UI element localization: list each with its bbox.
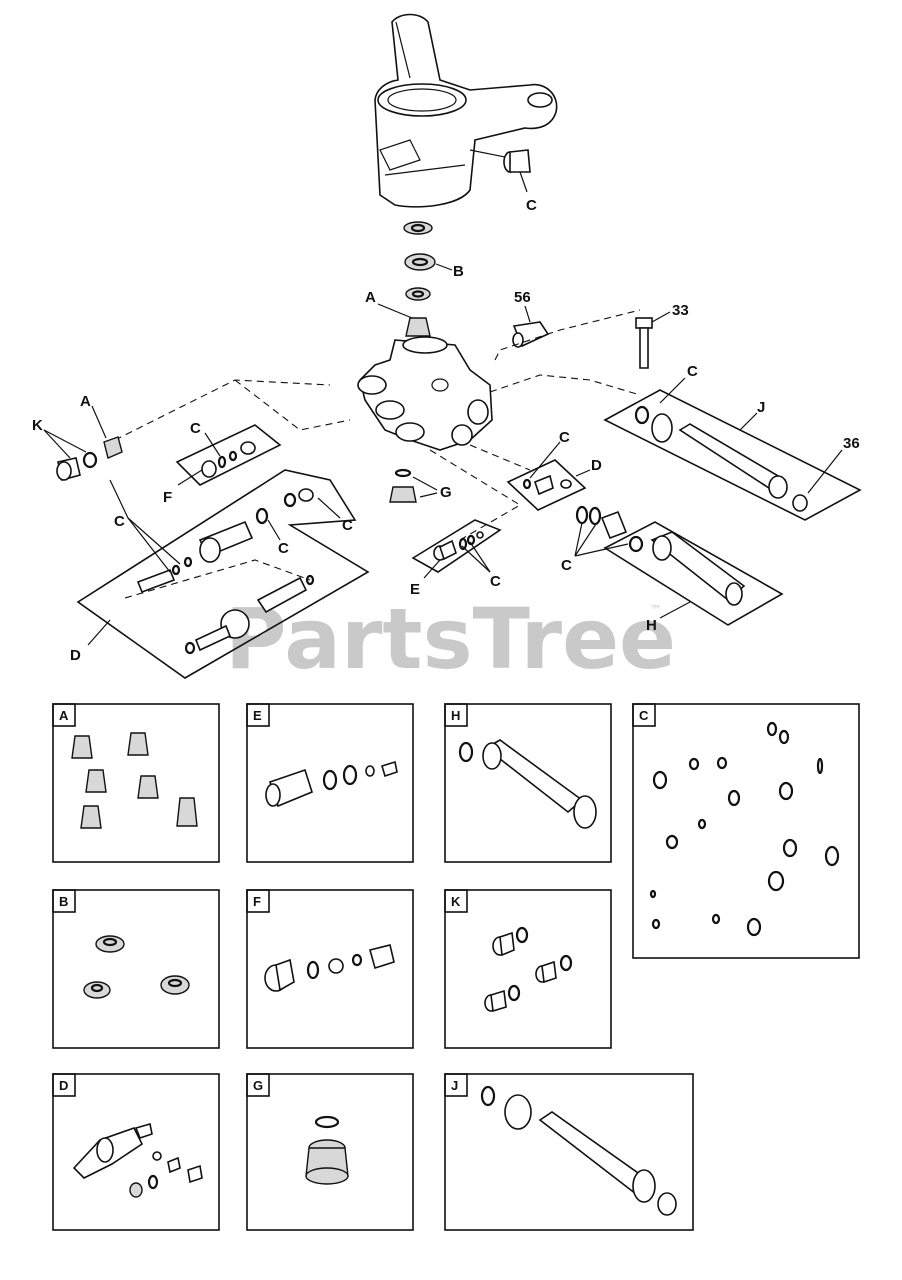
callout-e: E [410, 581, 420, 598]
kit-box-c-label: C [639, 708, 649, 723]
kit-box-g[interactable]: G [246, 1073, 414, 1231]
check-valve-top[interactable] [405, 317, 431, 337]
callout-a-left: A [80, 393, 91, 410]
crankcase-housing[interactable] [374, 13, 558, 208]
kit-box-k-label: K [451, 894, 461, 909]
kit-box-k[interactable]: K [444, 889, 612, 1049]
kit-box-j[interactable]: J [444, 1073, 694, 1231]
kit-h-frame [603, 521, 784, 626]
kit-box-b[interactable]: B [52, 889, 220, 1049]
callout-g: G [440, 484, 452, 501]
kit-box-a-label: A [59, 708, 69, 723]
kit-d-parts[interactable] [136, 488, 315, 655]
rings-h[interactable] [575, 505, 628, 540]
kit-f-parts[interactable] [201, 441, 256, 478]
watermark-trademark: ™ [650, 603, 662, 617]
fitting-56[interactable] [512, 321, 550, 348]
callout-c-e: C [490, 573, 501, 590]
kit-box-g-label: G [253, 1078, 263, 1093]
check-valve-left[interactable] [103, 436, 123, 459]
callout-a-top: A [365, 289, 376, 306]
callout-c-top: C [526, 197, 537, 214]
callout-c-d1: C [342, 517, 353, 534]
callout-c-f: C [190, 420, 201, 437]
callout-b-top: B [453, 263, 464, 280]
callout-33: 33 [672, 302, 689, 319]
kit-e-frame [411, 519, 502, 573]
kit-j-parts[interactable] [634, 405, 808, 512]
callout-h: H [646, 617, 657, 634]
kit-box-b-label: B [59, 894, 68, 909]
pump-manifold[interactable] [357, 336, 493, 451]
callout-36: 36 [843, 435, 860, 452]
bolt-33[interactable] [635, 317, 653, 369]
kit-box-c[interactable]: C [632, 703, 860, 959]
callout-c-j: C [687, 363, 698, 380]
kit-d-small-parts[interactable] [522, 474, 572, 496]
kit-j-frame [603, 389, 862, 521]
kit-f-frame [175, 424, 282, 486]
callout-f: F [163, 489, 172, 506]
kit-d-frame [76, 469, 370, 679]
kit-h-parts[interactable] [628, 531, 746, 606]
callout-56: 56 [514, 289, 531, 306]
kit-box-f-label: F [253, 894, 261, 909]
plug-fitting-top[interactable] [503, 149, 531, 173]
kit-box-h[interactable]: H [444, 703, 612, 863]
kit-box-h-label: H [451, 708, 460, 723]
kit-box-a[interactable]: A [52, 703, 220, 863]
callout-c-left: C [114, 513, 125, 530]
callout-c-h: C [561, 557, 572, 574]
kit-box-e-label: E [253, 708, 262, 723]
callout-k-left: K [32, 417, 43, 434]
kit-box-d[interactable]: D [52, 1073, 220, 1231]
kit-box-j-label: J [451, 1078, 458, 1093]
callout-d-left: D [70, 647, 81, 664]
plug-g[interactable] [389, 468, 417, 503]
kit-box-d-label: D [59, 1078, 68, 1093]
callout-j: J [757, 399, 765, 416]
watermark-text: PartsTree [225, 590, 676, 688]
callout-c-d2: C [278, 540, 289, 557]
kit-box-f[interactable]: F [246, 889, 414, 1049]
seal-stack[interactable] [403, 221, 436, 301]
callout-d-small: D [591, 457, 602, 474]
callout-c-dsmall: C [559, 429, 570, 446]
plug-k-left[interactable] [56, 451, 98, 481]
kit-box-e[interactable]: E [246, 703, 414, 863]
